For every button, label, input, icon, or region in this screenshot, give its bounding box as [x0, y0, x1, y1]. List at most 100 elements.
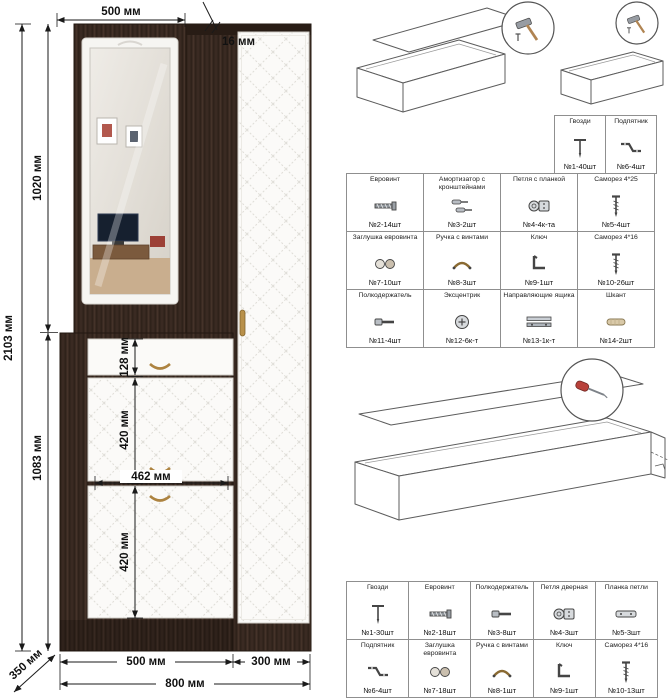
- assembly-diagram-middle: [354, 358, 669, 521]
- part-qty-label: №4-3шт: [549, 628, 579, 637]
- wardrobe-door: [237, 31, 310, 624]
- parts-table-row: Гвозди №1-30шт Евровинт №2-18шт Полкодержате…: [346, 581, 658, 640]
- dim-inner-width-label: 462 мм: [131, 471, 170, 483]
- part-name-label: Ключ: [530, 234, 548, 241]
- cap-icon: [429, 660, 451, 684]
- damper-icon: [450, 194, 474, 218]
- part-name-label: Амортизатор с кронштейнами: [438, 176, 486, 191]
- part-qty-label: №1-40шт: [563, 162, 597, 171]
- part-qty-label: №7-10шт: [368, 278, 402, 287]
- part-qty-label: №11-4шт: [369, 336, 401, 345]
- nail-icon: [368, 602, 388, 626]
- dim-bottom-left-label: 500 мм: [126, 656, 165, 668]
- part-name-label: Саморез 4*16: [594, 234, 638, 241]
- dim-top-width-label: 500 мм: [101, 6, 140, 18]
- part-name-label: Петля дверная: [540, 584, 588, 591]
- dim-total-width-label: 800 мм: [165, 678, 204, 690]
- hingeplate-icon: [614, 602, 638, 626]
- parts-table-lower: Гвозди №1-30шт Евровинт №2-18шт Полкодержате…: [346, 581, 658, 698]
- part-qty-label: №7-18шт: [423, 686, 457, 695]
- part-qty-label: №10-13шт: [608, 686, 645, 695]
- part-qty-label: №2-14шт: [368, 220, 402, 229]
- shelfpin-icon: [490, 602, 514, 626]
- dim-panel-thickness-label: 16 мм: [222, 36, 255, 48]
- dim-bottom-right-label: 300 мм: [251, 656, 290, 668]
- part-cell: Подпятник №6-4шт: [605, 115, 657, 174]
- key-icon: [554, 660, 574, 684]
- part-name-label: Саморез 4*16: [604, 642, 649, 649]
- dowel-icon: [605, 310, 627, 334]
- drawer-box-front-face: [590, 60, 664, 105]
- slides-icon: [526, 310, 552, 334]
- part-qty-label: №4-4к-та: [522, 220, 556, 229]
- dim-upper-height-label: 1020 мм: [32, 155, 44, 201]
- part-cell: Гвозди №1-30шт: [346, 581, 410, 640]
- part-name-label: Шкант: [606, 292, 626, 299]
- part-name-label: Гвозди: [366, 584, 389, 591]
- handle-icon: [450, 252, 474, 276]
- part-qty-label: №9-1шт: [524, 278, 554, 287]
- part-name-label: Саморез 4*25: [594, 176, 638, 183]
- parts-table-row: Евровинт №2-14шт Амортизатор с кронштейнам…: [346, 173, 657, 232]
- part-qty-label: №6-4шт: [363, 686, 392, 695]
- dim-depth-label: 350 мм: [7, 647, 44, 682]
- dimension-lines: [13, 1, 311, 693]
- part-cell: Ключ №9-1шт: [500, 231, 578, 290]
- part-name-label: Гвозди: [569, 118, 591, 125]
- furniture-drawing: 500 мм 16 мм 2103 мм 1020 мм 1083 мм 128…: [3, 1, 312, 693]
- part-cell: Евровинт №2-18шт: [408, 581, 472, 640]
- part-qty-label: №8-3шт: [447, 278, 477, 287]
- dim-lower-height-label: 1083 мм: [32, 435, 44, 481]
- parts-table-row: Заглушка евровинта №7-10шт Ручка с винтами…: [346, 231, 657, 290]
- hinge-icon: [552, 602, 576, 626]
- parts-table-row: Гвозди №1-40шт Подпятник №6-4шт: [554, 115, 657, 174]
- wardrobe-top-panel: [186, 24, 311, 35]
- part-qty-label: №1-30шт: [361, 628, 394, 637]
- part-qty-label: №5-3шт: [612, 628, 641, 637]
- part-cell: Петля дверная №4-3шт: [532, 581, 596, 640]
- part-name-label: Заглушка евровинта: [352, 234, 418, 241]
- dim-flap2-height-label: 420 мм: [119, 532, 131, 571]
- shoe-flap-door-2: [87, 485, 234, 619]
- dim-drawer-height-label: 128 мм: [119, 337, 131, 376]
- part-cell: Гвозди №1-40шт: [554, 115, 606, 174]
- flap2-handle: [149, 494, 171, 502]
- part-cell: Евровинт №2-14шт: [346, 173, 424, 232]
- cap-icon: [374, 252, 396, 276]
- part-name-label: Ручка с винтами: [475, 642, 528, 649]
- part-cell: Планка петли №5-3шт: [594, 581, 658, 640]
- part-qty-label: №2-18шт: [423, 628, 457, 637]
- part-name-label: Евровинт: [424, 584, 455, 591]
- dim-label-backgrounds: [117, 470, 297, 690]
- part-name-label: Планка петли: [604, 584, 648, 591]
- part-name-label: Подпятник: [614, 118, 648, 125]
- part-name-label: Эксцентрик: [443, 292, 481, 299]
- dim-total-height-label: 2103 мм: [3, 315, 15, 361]
- screw-icon: [609, 194, 623, 218]
- box-front-face: [402, 53, 506, 113]
- part-cell: Заглушка евровинта №7-10шт: [346, 231, 424, 290]
- part-name-label: Подпятник: [360, 642, 395, 649]
- part-qty-label: №13-1к-т: [522, 336, 556, 345]
- part-qty-label: №12-6к-т: [445, 336, 479, 345]
- wardrobe-door-handle: [239, 309, 246, 337]
- part-cell: Эксцентрик №12-6к-т: [423, 289, 501, 348]
- drawer-handle: [149, 362, 171, 370]
- part-name-label: Евровинт: [370, 176, 400, 183]
- part-qty-label: №6-4шт: [616, 162, 646, 171]
- assembly-diagram-top: [356, 1, 664, 113]
- dim-flap1-height-label: 420 мм: [119, 410, 131, 449]
- part-qty-label: №3-2шт: [447, 220, 477, 229]
